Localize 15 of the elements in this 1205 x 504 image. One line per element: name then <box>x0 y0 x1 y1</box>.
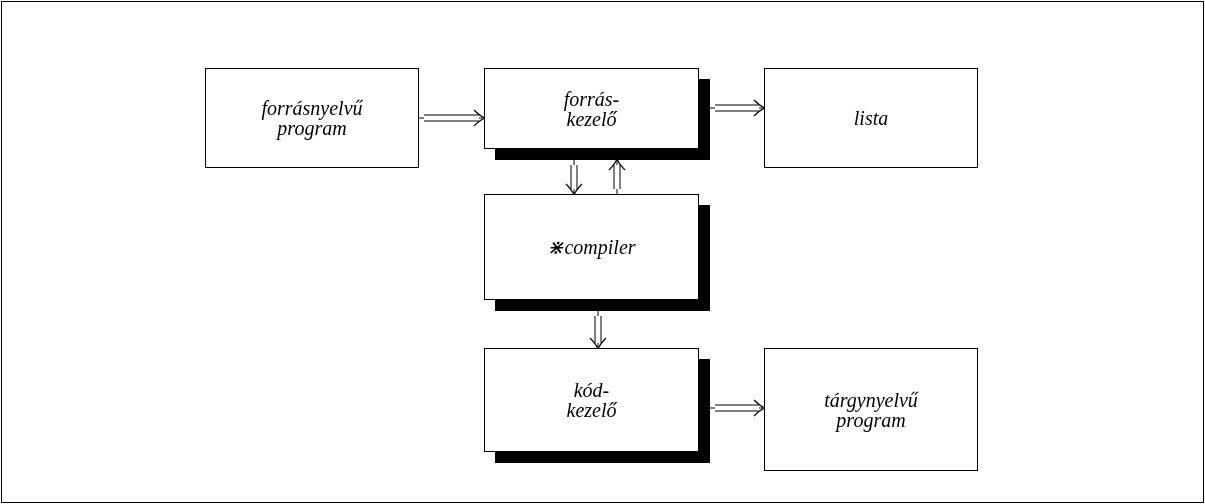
double-arrow <box>608 158 626 195</box>
double-arrow <box>418 109 486 127</box>
box-label: tárgynyelvű program <box>823 389 919 430</box>
double-arrow <box>709 399 766 417</box>
double-arrow <box>589 310 607 350</box>
double-arrow <box>709 99 766 117</box>
box-label: forrásnyelvű program <box>260 98 364 138</box>
data-box <box>205 68 419 168</box>
data-box <box>764 68 978 168</box>
double-arrow <box>565 159 583 196</box>
box-label: ⋇compiler <box>546 237 637 257</box>
data-box <box>764 348 978 471</box>
box-label: kód- kezelő <box>565 380 618 420</box>
box-label: lista <box>852 108 890 128</box>
box-label: forrás- kezelő <box>562 88 621 129</box>
